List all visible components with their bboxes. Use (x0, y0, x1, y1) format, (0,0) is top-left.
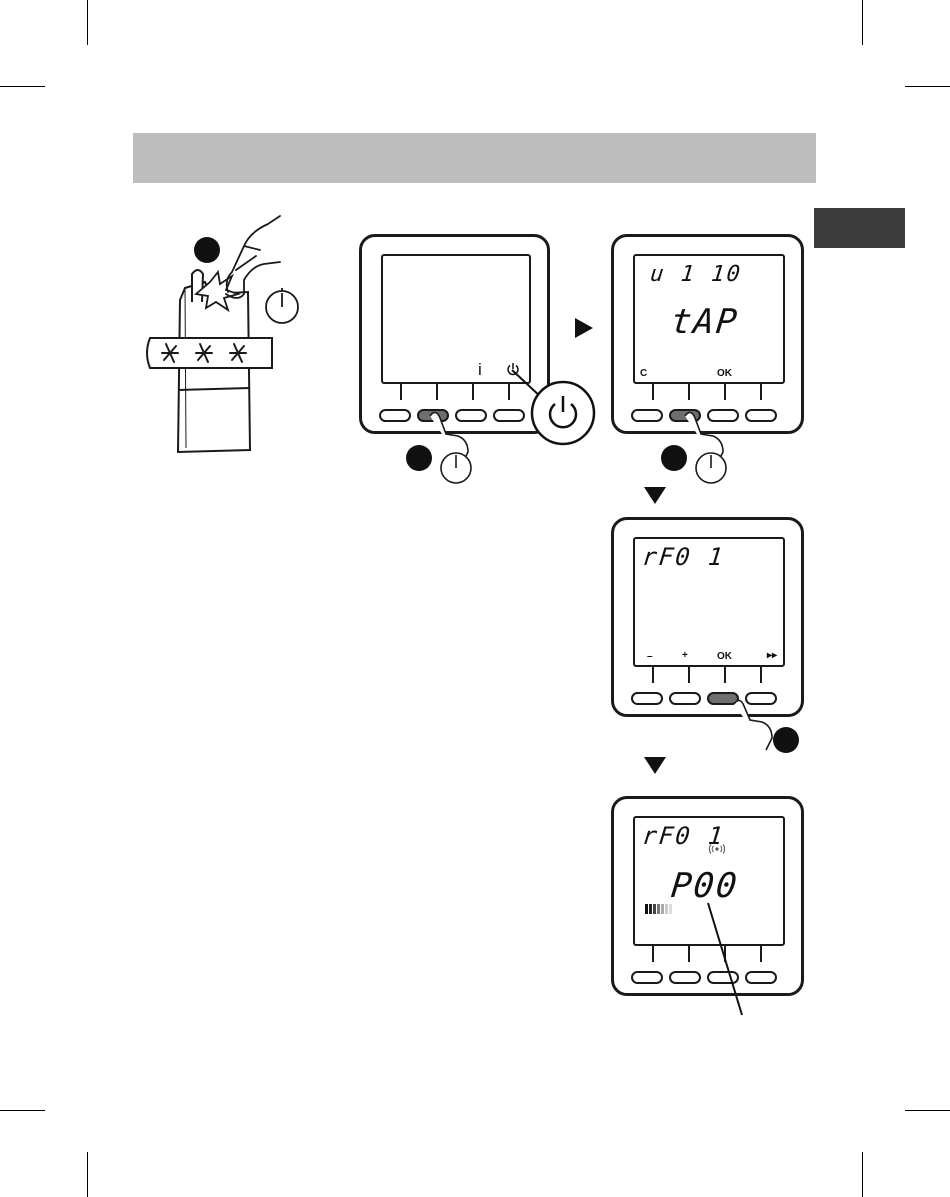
button-4[interactable] (745, 409, 777, 422)
fast-forward-icon: ▸▸ (767, 650, 777, 661)
crop-mark (905, 1110, 950, 1111)
softkey-ok: OK (717, 651, 732, 662)
top-code: rF0 1 (641, 543, 726, 571)
hand-press-icon (655, 400, 745, 490)
crop-mark (862, 1152, 863, 1197)
step-dot (194, 237, 220, 263)
crop-mark (0, 1110, 45, 1111)
softkey-ok: OK (717, 368, 732, 379)
stopwatch-icon (266, 288, 298, 323)
softkey-c: C (640, 368, 647, 379)
section-tab (814, 208, 905, 248)
button-2[interactable] (669, 971, 701, 984)
crop-mark (87, 0, 88, 45)
crop-mark (87, 1152, 88, 1197)
button-1[interactable] (631, 971, 663, 984)
hand-press-icon (720, 690, 810, 760)
crop-mark (0, 86, 45, 87)
softkey-plus: + (682, 650, 688, 661)
signal-bar-icon (645, 904, 675, 914)
button-2[interactable] (669, 692, 701, 705)
power-button-zoom (500, 360, 600, 450)
callout-line (700, 895, 760, 1025)
lcd-display: u 1 10 tAP C OK (633, 254, 785, 384)
thermostat-screen-3: rF0 1 – + OK ▸▸ (611, 517, 804, 717)
stopwatch-icon (441, 453, 471, 483)
crop-mark (905, 86, 950, 87)
crop-mark (862, 0, 863, 45)
main-code: tAP (669, 302, 741, 342)
button-1[interactable] (631, 692, 663, 705)
receiver-illustration (140, 210, 340, 460)
hand-press-icon (400, 400, 490, 490)
antenna (192, 270, 203, 302)
stopwatch-icon (696, 453, 726, 483)
arrow-down-icon (644, 757, 666, 774)
info-label: i (478, 360, 482, 380)
arrow-down-icon (644, 487, 666, 504)
arrow-right-icon (575, 318, 593, 338)
hand-press-icon (226, 216, 280, 298)
top-code: u 1 10 (649, 262, 743, 287)
softkey-minus: – (647, 651, 653, 662)
lcd-display: rF0 1 – + OK ▸▸ (633, 537, 785, 667)
signal-icon (709, 844, 725, 854)
header-banner (133, 133, 816, 183)
